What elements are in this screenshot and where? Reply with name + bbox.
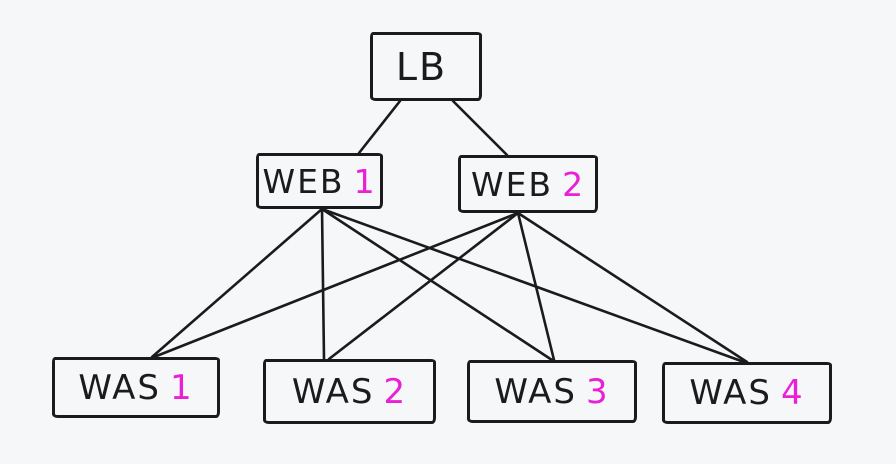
node-was2-number: 2 [383, 371, 408, 412]
edge-web2-was4 [516, 211, 749, 364]
edge-lb-web1 [357, 99, 402, 155]
edge-web1-was1 [150, 207, 324, 359]
node-web1-number: 1 [353, 161, 377, 201]
edge-web1-was3 [320, 207, 554, 362]
node-lb-label: LB [395, 44, 448, 89]
edge-web1-was4 [320, 207, 746, 364]
node-web2-number: 2 [562, 164, 586, 204]
edge-web1-was2 [320, 207, 326, 361]
node-was4-label: WAS [689, 373, 772, 413]
edge-web2-was3 [516, 211, 556, 362]
node-was1-label: WAS [78, 367, 161, 408]
node-was1-number: 1 [169, 367, 194, 408]
node-was2-label: WAS [291, 371, 375, 412]
edge-web2-was2 [327, 211, 520, 361]
node-lb[interactable]: LB [370, 32, 482, 101]
node-was4-number: 4 [780, 373, 805, 413]
node-was3-label: WAS [494, 371, 577, 412]
edge-lb-web2 [451, 99, 509, 157]
node-web2-label: WEB [470, 164, 554, 204]
node-was3-number: 3 [585, 371, 610, 412]
node-web1-label: WEB [262, 161, 345, 201]
edge-web2-was1 [152, 211, 520, 359]
